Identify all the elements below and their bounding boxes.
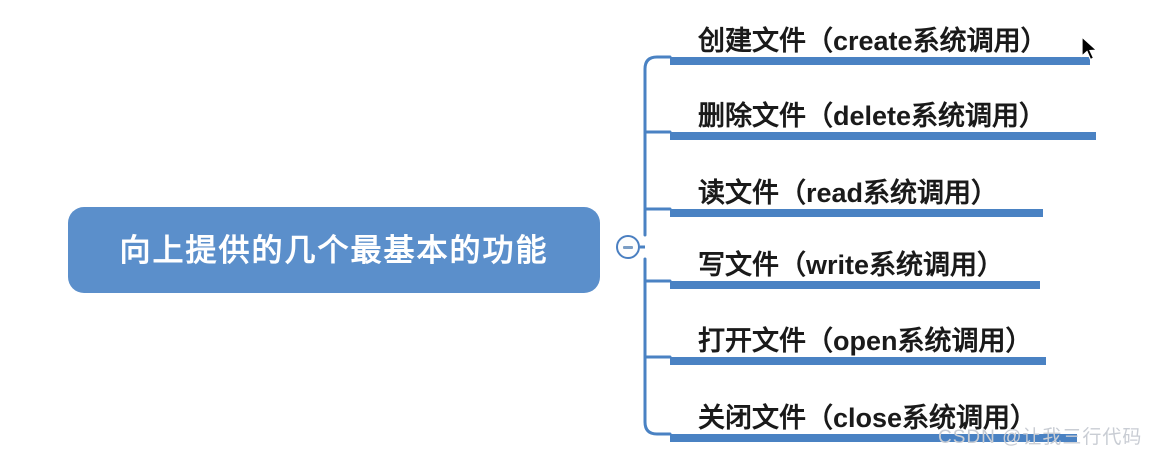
minus-icon bbox=[623, 245, 633, 249]
branch-underline bbox=[670, 357, 1046, 365]
branch-label: 删除文件（delete系统调用） bbox=[698, 101, 1047, 131]
branch-item[interactable]: 创建文件（create系统调用） bbox=[670, 17, 1096, 65]
branch-underline bbox=[670, 281, 1040, 289]
collapse-toggle-icon[interactable] bbox=[616, 235, 640, 259]
branch-label: 创建文件（create系统调用） bbox=[698, 26, 1048, 56]
branch-item[interactable]: 关闭文件（close系统调用） bbox=[670, 394, 1083, 442]
branch-item[interactable]: 打开文件（open系统调用） bbox=[670, 317, 1052, 365]
branch-label: 读文件（read系统调用） bbox=[698, 178, 999, 208]
branch-underline bbox=[670, 434, 1077, 442]
branch-underline bbox=[670, 57, 1090, 65]
branch-underline bbox=[670, 209, 1043, 217]
branch-label: 打开文件（open系统调用） bbox=[698, 326, 1033, 356]
branch-item[interactable]: 读文件（read系统调用） bbox=[670, 169, 1049, 217]
root-node-label: 向上提供的几个最基本的功能 bbox=[119, 232, 549, 268]
branch-item[interactable]: 删除文件（delete系统调用） bbox=[670, 92, 1102, 140]
branch-item[interactable]: 写文件（write系统调用） bbox=[670, 241, 1046, 289]
branch-label: 关闭文件（close系统调用） bbox=[698, 403, 1038, 433]
csdn-watermark: CSDN @让我三行代码 bbox=[938, 427, 1143, 448]
mouse-pointer-icon bbox=[1081, 36, 1098, 61]
root-node[interactable]: 向上提供的几个最基本的功能 bbox=[68, 207, 600, 293]
branch-underline bbox=[670, 132, 1096, 140]
branch-label: 写文件（write系统调用） bbox=[698, 250, 1005, 280]
